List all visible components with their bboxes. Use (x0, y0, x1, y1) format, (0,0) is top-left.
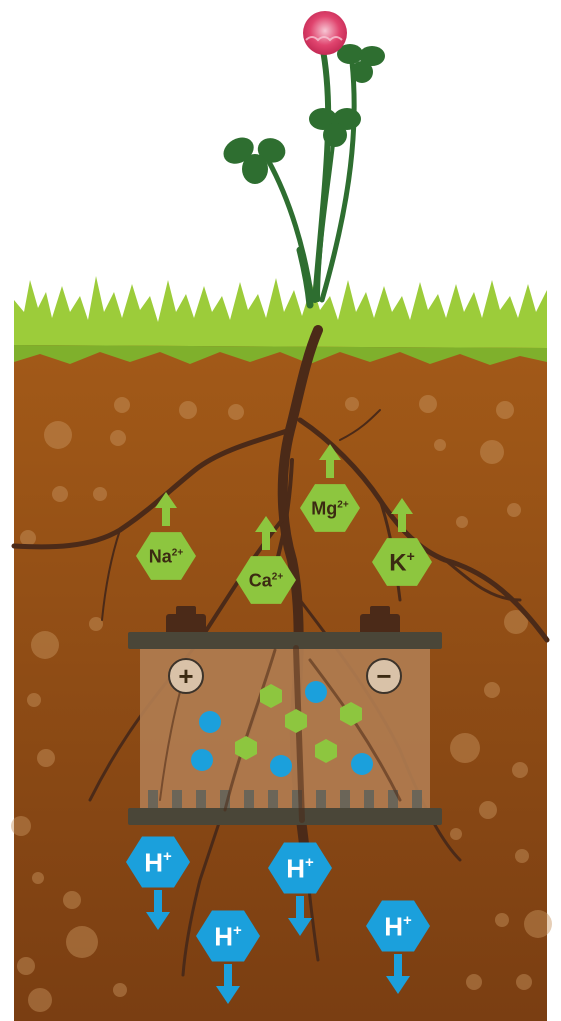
svg-text:−: − (376, 661, 391, 691)
hydrogen-particle (270, 755, 292, 777)
svg-text:+: + (178, 661, 193, 691)
positive-terminal-icon: + (169, 659, 203, 693)
hydrogen-particle (351, 753, 373, 775)
hydrogen-particle (305, 681, 327, 703)
hydrogen-particle (191, 749, 213, 771)
negative-terminal-icon: − (367, 659, 401, 693)
battery-bottom-plate (128, 808, 442, 825)
sky-background (0, 0, 561, 340)
battery: + − (128, 606, 442, 825)
hydrogen-particle (199, 711, 221, 733)
battery-top-plate (128, 632, 442, 649)
clover-flower (303, 11, 347, 55)
